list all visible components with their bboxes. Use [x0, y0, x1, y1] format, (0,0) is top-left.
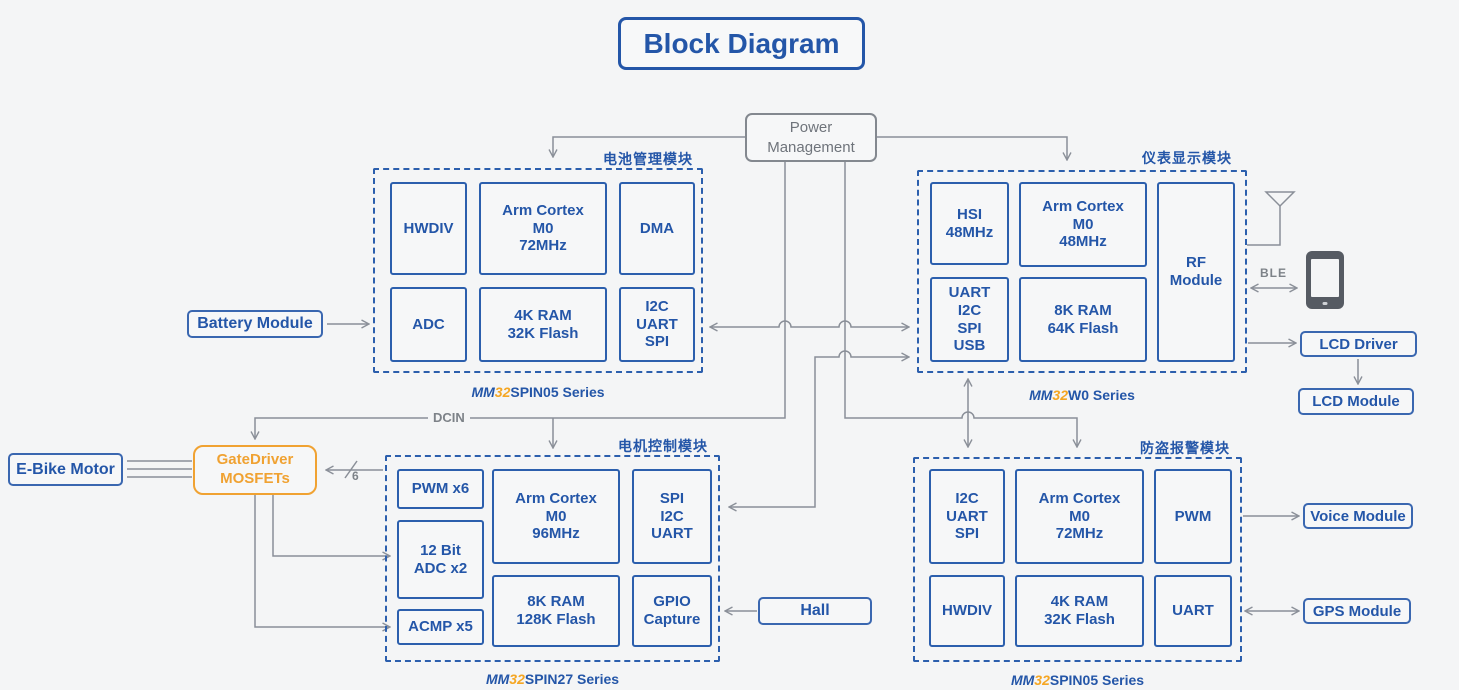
phone-screen	[1311, 259, 1339, 297]
bottom-strip	[0, 690, 1459, 698]
chip-cell-hwdiv: HWDIV	[390, 182, 467, 275]
battery-module-box: Battery Module	[187, 310, 323, 338]
phone-home-button	[1322, 302, 1328, 305]
chip-cell-hwdiv: HWDIV	[929, 575, 1005, 647]
chip-cell-memory: 4K RAM 32K Flash	[1015, 575, 1144, 647]
alarm-series-label: MM32SPIN05 Series	[1010, 672, 1145, 688]
bus-width-6-label: 6	[352, 469, 359, 483]
anti-theft-alarm-module: I2C UART SPI Arm Cortex M0 72MHz PWM HWD…	[913, 457, 1242, 662]
battery-module-title: 电池管理模块	[603, 151, 693, 167]
chip-cell-hsi: HSI 48MHz	[930, 182, 1009, 265]
chip-cell-dma: DMA	[619, 182, 695, 275]
antenna-icon	[1247, 206, 1281, 246]
gate-driver-mosfets-box: GateDriver MOSFETs	[193, 445, 317, 495]
chip-cell-cortex: Arm Cortex M0 72MHz	[479, 182, 607, 275]
alarm-module-title: 防盗报警模块	[1140, 440, 1230, 456]
chip-cell-cortex: Arm Cortex M0 96MHz	[492, 469, 620, 564]
dcin-label: DCIN	[428, 410, 470, 425]
chip-cell-adc: ADC	[390, 287, 467, 362]
battery-series-label: MM32SPIN05 Series	[471, 384, 605, 400]
chip-cell-comm: I2C UART SPI	[619, 287, 695, 362]
display-module-title: 仪表显示模块	[1142, 150, 1232, 166]
chip-cell-gpio: GPIO Capture	[632, 575, 712, 647]
chip-cell-uart: UART	[1154, 575, 1232, 647]
chip-cell-memory: 8K RAM 128K Flash	[492, 575, 620, 647]
gps-module-box: GPS Module	[1303, 598, 1411, 624]
chip-cell-cortex: Arm Cortex M0 48MHz	[1019, 182, 1147, 267]
power-management-box: Power Management	[745, 113, 877, 162]
chip-cell-comm: I2C UART SPI	[929, 469, 1005, 564]
chip-cell-rf-module: RF Module	[1157, 182, 1235, 362]
page-title: Block Diagram	[618, 17, 865, 70]
chip-cell-pwm: PWM	[1154, 469, 1232, 564]
motor-module-title: 电机控制模块	[618, 438, 708, 454]
motor-series-label: MM32SPIN27 Series	[485, 671, 620, 687]
chip-cell-comm: UART I2C SPI USB	[930, 277, 1009, 362]
battery-management-module: HWDIV Arm Cortex M0 72MHz DMA ADC 4K RAM…	[373, 168, 703, 373]
smartphone-icon	[1306, 251, 1344, 309]
chip-cell-comm: SPI I2C UART	[632, 469, 712, 564]
motor-control-module: PWM x6 12 Bit ADC x2 ACMP x5 Arm Cortex …	[385, 455, 720, 662]
chip-cell-memory: 4K RAM 32K Flash	[479, 287, 607, 362]
instrument-display-module: HSI 48MHz Arm Cortex M0 48MHz RF Module …	[917, 170, 1247, 373]
ebike-motor-box: E-Bike Motor	[8, 453, 123, 486]
chip-cell-cortex: Arm Cortex M0 72MHz	[1015, 469, 1144, 564]
lcd-module-box: LCD Module	[1298, 388, 1414, 415]
chip-cell-acmp: ACMP x5	[397, 609, 484, 645]
lcd-driver-box: LCD Driver	[1300, 331, 1417, 357]
display-series-label: MM32W0 Series	[1029, 387, 1135, 403]
chip-cell-adc: 12 Bit ADC x2	[397, 520, 484, 599]
voice-module-box: Voice Module	[1303, 503, 1413, 529]
chip-cell-pwm: PWM x6	[397, 469, 484, 509]
hall-sensor-box: Hall	[758, 597, 872, 625]
chip-cell-memory: 8K RAM 64K Flash	[1019, 277, 1147, 362]
ble-label: BLE	[1260, 266, 1287, 280]
